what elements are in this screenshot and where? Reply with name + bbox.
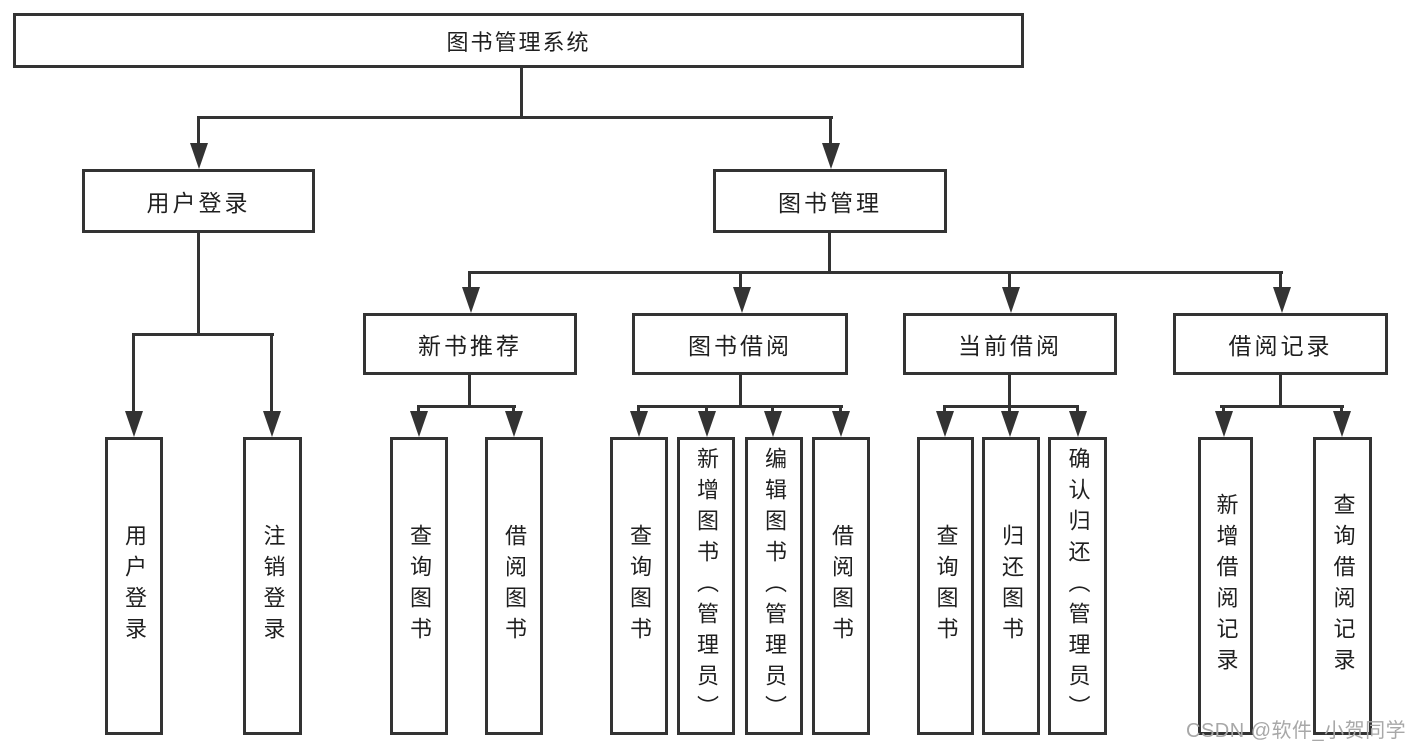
node-user-login: 用户登录 <box>82 169 315 233</box>
leaf-query-books-borrowing-label: 查询图书 <box>627 524 652 648</box>
connector-line <box>739 375 742 408</box>
connector-line <box>829 116 832 148</box>
leaf-query-books-current: 查询图书 <box>917 437 974 735</box>
node-new-book-recommend-label: 新书推荐 <box>418 333 522 359</box>
node-book-management-label: 图书管理 <box>778 190 882 216</box>
arrowhead-down-icon <box>764 411 782 437</box>
leaf-add-borrow-record-label: 新增借阅记录 <box>1213 493 1239 679</box>
watermark: CSDN @软件_小贺同学 <box>1186 720 1405 742</box>
leaf-query-books-current-label: 查询图书 <box>933 524 959 648</box>
arrowhead-down-icon <box>733 287 751 313</box>
arrowhead-down-icon <box>1001 411 1019 437</box>
leaf-borrow-books-recommend: 借阅图书 <box>485 437 543 735</box>
node-current-borrowing-label: 当前借阅 <box>958 333 1062 359</box>
leaf-add-book-admin: 新增图书（管理员） <box>677 437 735 735</box>
node-current-borrowing: 当前借阅 <box>903 313 1117 375</box>
connector-line <box>1220 405 1344 408</box>
leaf-confirm-return-admin-label: 确认归还（管理员） <box>1065 446 1091 726</box>
arrowhead-down-icon <box>190 143 208 169</box>
leaf-borrow-books-borrowing-label: 借阅图书 <box>829 524 854 648</box>
connector-line <box>520 67 523 118</box>
node-new-book-recommend: 新书推荐 <box>363 313 577 375</box>
arrowhead-down-icon <box>698 411 716 437</box>
connector-line <box>739 271 742 293</box>
connector-line <box>943 405 1079 408</box>
node-user-login-label: 用户登录 <box>146 190 251 216</box>
arrowhead-down-icon <box>822 143 840 169</box>
connector-line <box>270 333 273 415</box>
connector-line <box>828 233 831 274</box>
node-borrowing-records: 借阅记录 <box>1173 313 1388 375</box>
connector-line <box>132 333 274 336</box>
connector-line <box>1279 271 1282 293</box>
connector-line <box>197 233 200 336</box>
arrowhead-down-icon <box>1002 287 1020 313</box>
leaf-query-borrow-record: 查询借阅记录 <box>1313 437 1372 735</box>
node-book-management: 图书管理 <box>713 169 947 233</box>
arrowhead-down-icon <box>1215 411 1233 437</box>
arrowhead-down-icon <box>1273 287 1291 313</box>
arrowhead-down-icon <box>1069 411 1087 437</box>
connector-line <box>197 116 200 148</box>
leaf-query-books-borrowing: 查询图书 <box>610 437 668 735</box>
leaf-query-books-recommend-label: 查询图书 <box>407 524 432 648</box>
node-book-borrowing-label: 图书借阅 <box>688 333 792 359</box>
connector-line <box>1279 375 1282 408</box>
arrowhead-down-icon <box>630 411 648 437</box>
arrowhead-down-icon <box>832 411 850 437</box>
leaf-user-login: 用户登录 <box>105 437 163 735</box>
leaf-return-book: 归还图书 <box>982 437 1040 735</box>
connector-line <box>197 116 833 119</box>
arrowhead-down-icon <box>462 287 480 313</box>
leaf-return-book-label: 归还图书 <box>999 524 1024 648</box>
node-library-system: 图书管理系统 <box>13 13 1024 68</box>
leaf-add-borrow-record: 新增借阅记录 <box>1198 437 1253 735</box>
leaf-logout-label: 注销登录 <box>260 524 286 648</box>
arrowhead-down-icon <box>936 411 954 437</box>
leaf-query-borrow-record-label: 查询借阅记录 <box>1330 493 1356 679</box>
arrowhead-down-icon <box>1333 411 1351 437</box>
arrowhead-down-icon <box>263 411 281 437</box>
connector-line <box>1008 375 1011 408</box>
leaf-confirm-return-admin: 确认归还（管理员） <box>1048 437 1107 735</box>
leaf-logout: 注销登录 <box>243 437 302 735</box>
connector-line <box>417 405 516 408</box>
leaf-user-login-label: 用户登录 <box>122 524 147 648</box>
leaf-edit-book-admin: 编辑图书（管理员） <box>745 437 803 735</box>
connector-line <box>468 271 471 293</box>
node-book-borrowing: 图书借阅 <box>632 313 848 375</box>
leaf-borrow-books-recommend-label: 借阅图书 <box>502 524 527 648</box>
leaf-add-book-admin-label: 新增图书（管理员） <box>694 446 719 726</box>
node-borrowing-records-label: 借阅记录 <box>1228 333 1333 359</box>
node-library-system-label: 图书管理系统 <box>446 29 591 55</box>
connector-line <box>1008 271 1011 293</box>
arrowhead-down-icon <box>125 411 143 437</box>
arrowhead-down-icon <box>410 411 428 437</box>
connector-line <box>468 271 1283 274</box>
leaf-borrow-books-borrowing: 借阅图书 <box>812 437 870 735</box>
connector-line <box>468 375 471 408</box>
connector-line <box>132 333 135 415</box>
leaf-query-books-recommend: 查询图书 <box>390 437 448 735</box>
arrowhead-down-icon <box>505 411 523 437</box>
leaf-edit-book-admin-label: 编辑图书（管理员） <box>762 446 787 726</box>
connector-line <box>637 405 843 408</box>
